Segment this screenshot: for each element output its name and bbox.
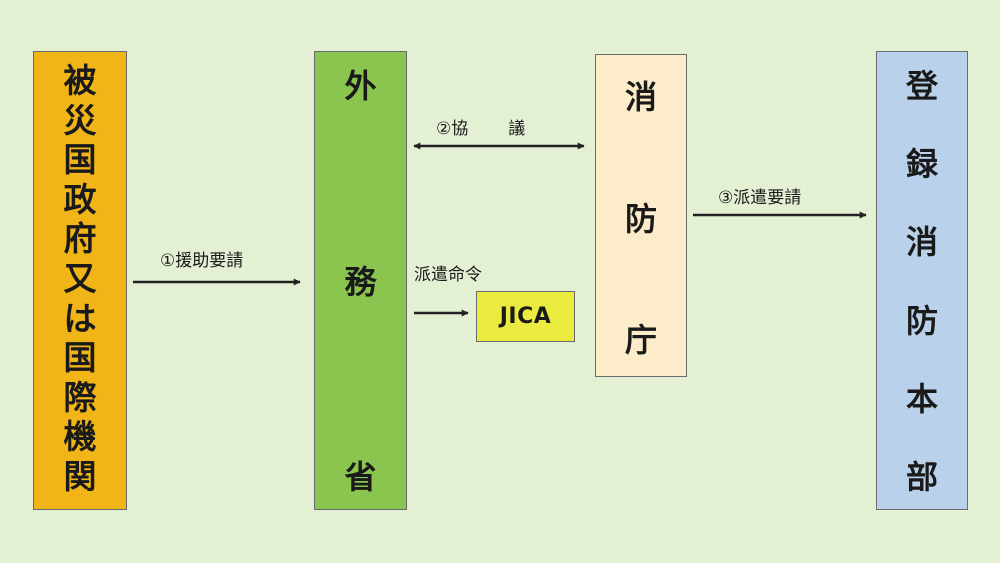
char: 録 bbox=[905, 145, 938, 184]
fdma-text: 消 防 庁 bbox=[596, 55, 686, 376]
char: 被 bbox=[63, 61, 97, 100]
char: 庁 bbox=[624, 321, 657, 359]
consult-label-a: ②協 bbox=[436, 119, 469, 139]
char: 政 bbox=[63, 179, 97, 219]
char: 消 bbox=[905, 223, 938, 262]
fdma-box: 消 防 庁 bbox=[595, 54, 687, 377]
victim-government-box: 被 災 国 政 府 又 は 国 際 機 関 bbox=[33, 51, 127, 510]
mofa-text: 外 務 省 bbox=[315, 52, 406, 509]
char: 務 bbox=[344, 262, 377, 301]
jica-label: JICA bbox=[499, 304, 552, 329]
char: 府 bbox=[63, 219, 97, 259]
char: 本 bbox=[905, 379, 938, 418]
char: 関 bbox=[63, 456, 97, 496]
mofa-box: 外 務 省 bbox=[314, 51, 407, 510]
request-label: ①援助要請 bbox=[160, 251, 244, 271]
jica-box: JICA bbox=[476, 291, 575, 342]
char: 防 bbox=[624, 199, 657, 238]
dispatch-order-label: 派遣命令 bbox=[414, 265, 482, 285]
char: 省 bbox=[344, 458, 377, 496]
char: 外 bbox=[344, 67, 377, 105]
char: 災 bbox=[63, 100, 97, 140]
registered-fire-hq-box: 登 録 消 防 本 部 bbox=[876, 51, 968, 510]
consult-label: ②協 議 bbox=[436, 121, 525, 138]
registered-fire-hq-text: 登 録 消 防 本 部 bbox=[877, 52, 967, 509]
char: 部 bbox=[905, 457, 938, 496]
char: 国 bbox=[63, 140, 97, 180]
char: 機 bbox=[63, 417, 97, 457]
dispatch-request-label: ③派遣要請 bbox=[718, 188, 802, 208]
char: 国 bbox=[63, 338, 97, 378]
char: 又 bbox=[63, 258, 97, 298]
consult-label-b: 議 bbox=[508, 119, 526, 139]
char: 登 bbox=[905, 67, 938, 105]
char: は bbox=[63, 298, 97, 338]
char: 防 bbox=[905, 301, 938, 340]
victim-government-text: 被 災 国 政 府 又 は 国 際 機 関 bbox=[34, 52, 126, 509]
char: 際 bbox=[63, 377, 97, 417]
char: 消 bbox=[624, 78, 657, 116]
